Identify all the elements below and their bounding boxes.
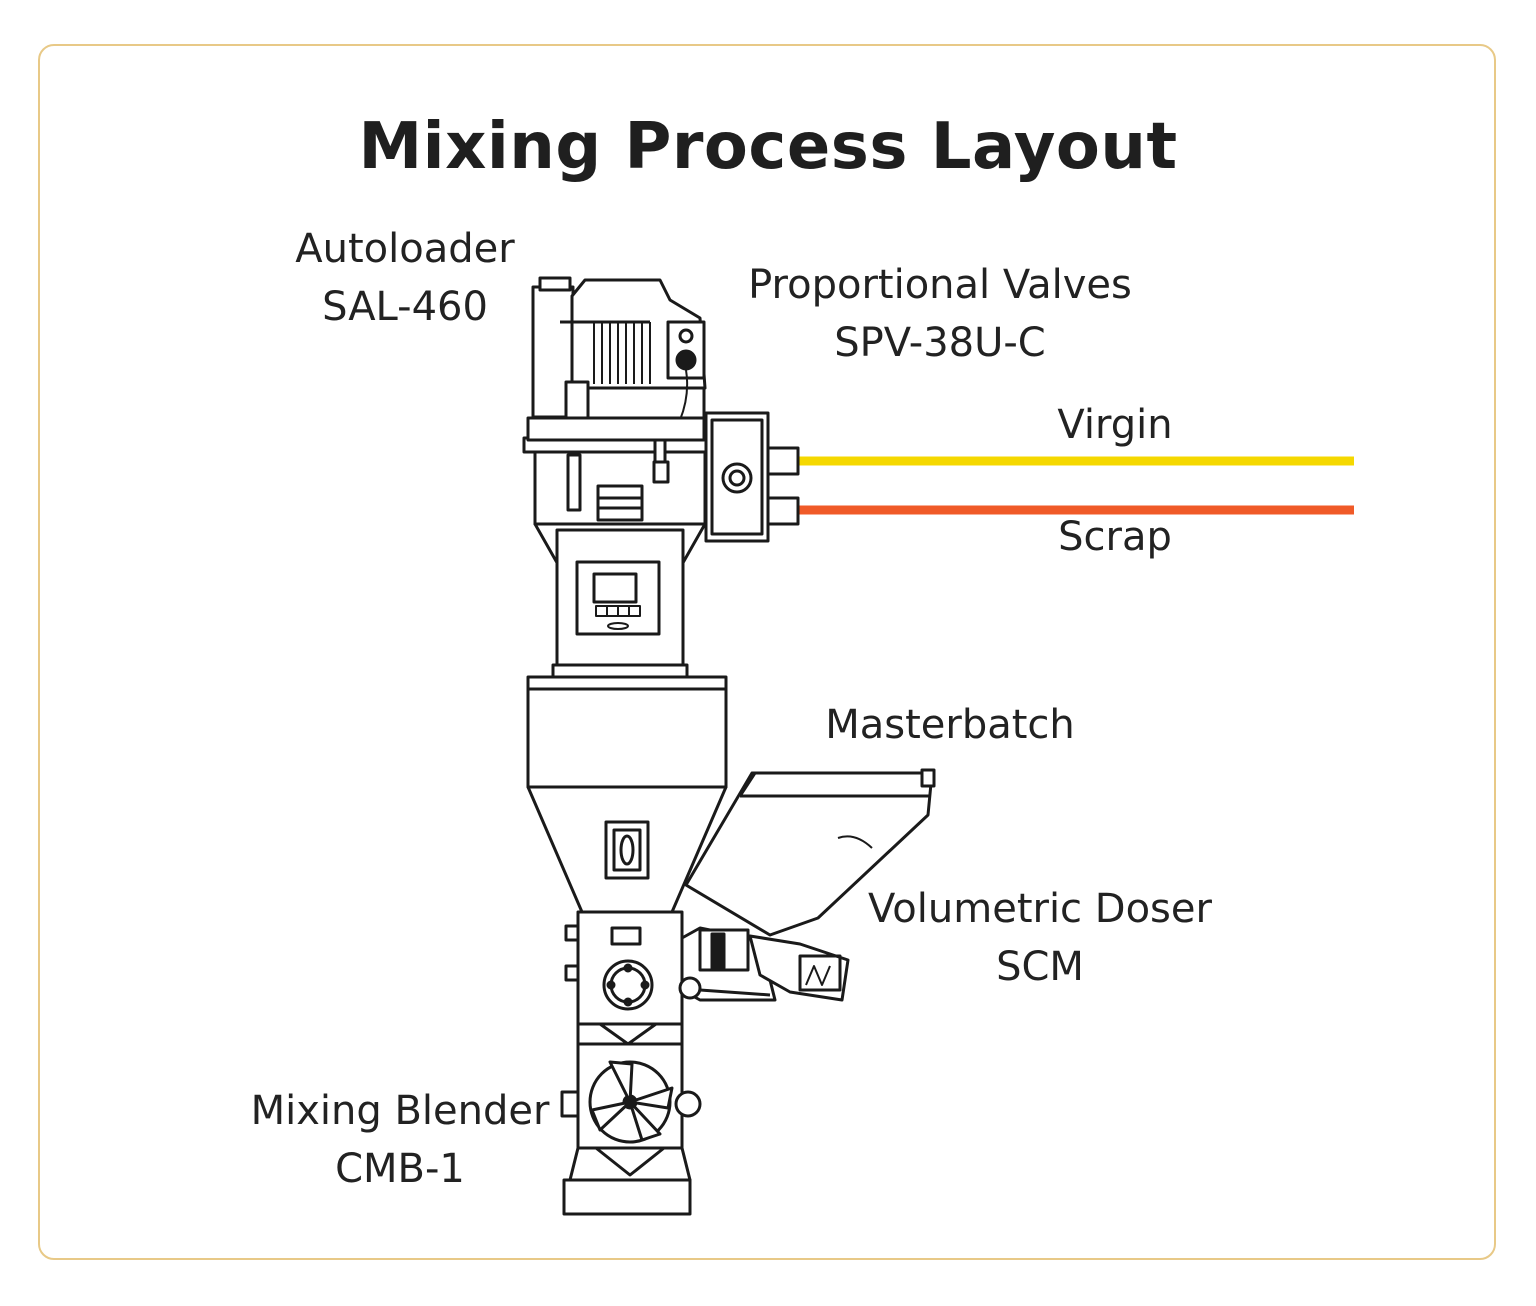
blender-name: Mixing Blender bbox=[250, 1088, 550, 1134]
autoloader-model: SAL-460 bbox=[322, 284, 488, 330]
valves-model: SPV-38U-C bbox=[834, 320, 1046, 366]
main-hopper bbox=[526, 675, 728, 914]
blender-label: Mixing Blender CMB-1 bbox=[235, 1082, 565, 1198]
valves-name: Proportional Valves bbox=[748, 262, 1132, 308]
autoloader-label: Autoloader SAL-460 bbox=[270, 220, 540, 336]
autoloader-motor bbox=[531, 276, 707, 453]
doser-name: Volumetric Doser bbox=[868, 886, 1212, 932]
scrap-label: Scrap bbox=[1058, 514, 1172, 560]
doser-model: SCM bbox=[996, 944, 1084, 990]
virgin-label: Virgin bbox=[1057, 402, 1173, 448]
diagram-frame bbox=[38, 44, 1496, 1260]
autoloader-name: Autoloader bbox=[295, 226, 515, 272]
doser-label: Volumetric Doser SCM bbox=[845, 880, 1235, 996]
valve-box bbox=[704, 411, 800, 543]
blender-lower bbox=[560, 1042, 702, 1216]
valves-label: Proportional Valves SPV-38U-C bbox=[720, 256, 1160, 372]
masterbatch-hopper bbox=[684, 768, 936, 937]
blender-model: CMB-1 bbox=[335, 1146, 465, 1192]
blender-upper bbox=[564, 910, 684, 1046]
controller-section bbox=[551, 528, 689, 679]
doser-screw bbox=[678, 926, 850, 1002]
page-title: Mixing Process Layout bbox=[358, 110, 1178, 184]
masterbatch-label: Masterbatch bbox=[825, 702, 1075, 748]
